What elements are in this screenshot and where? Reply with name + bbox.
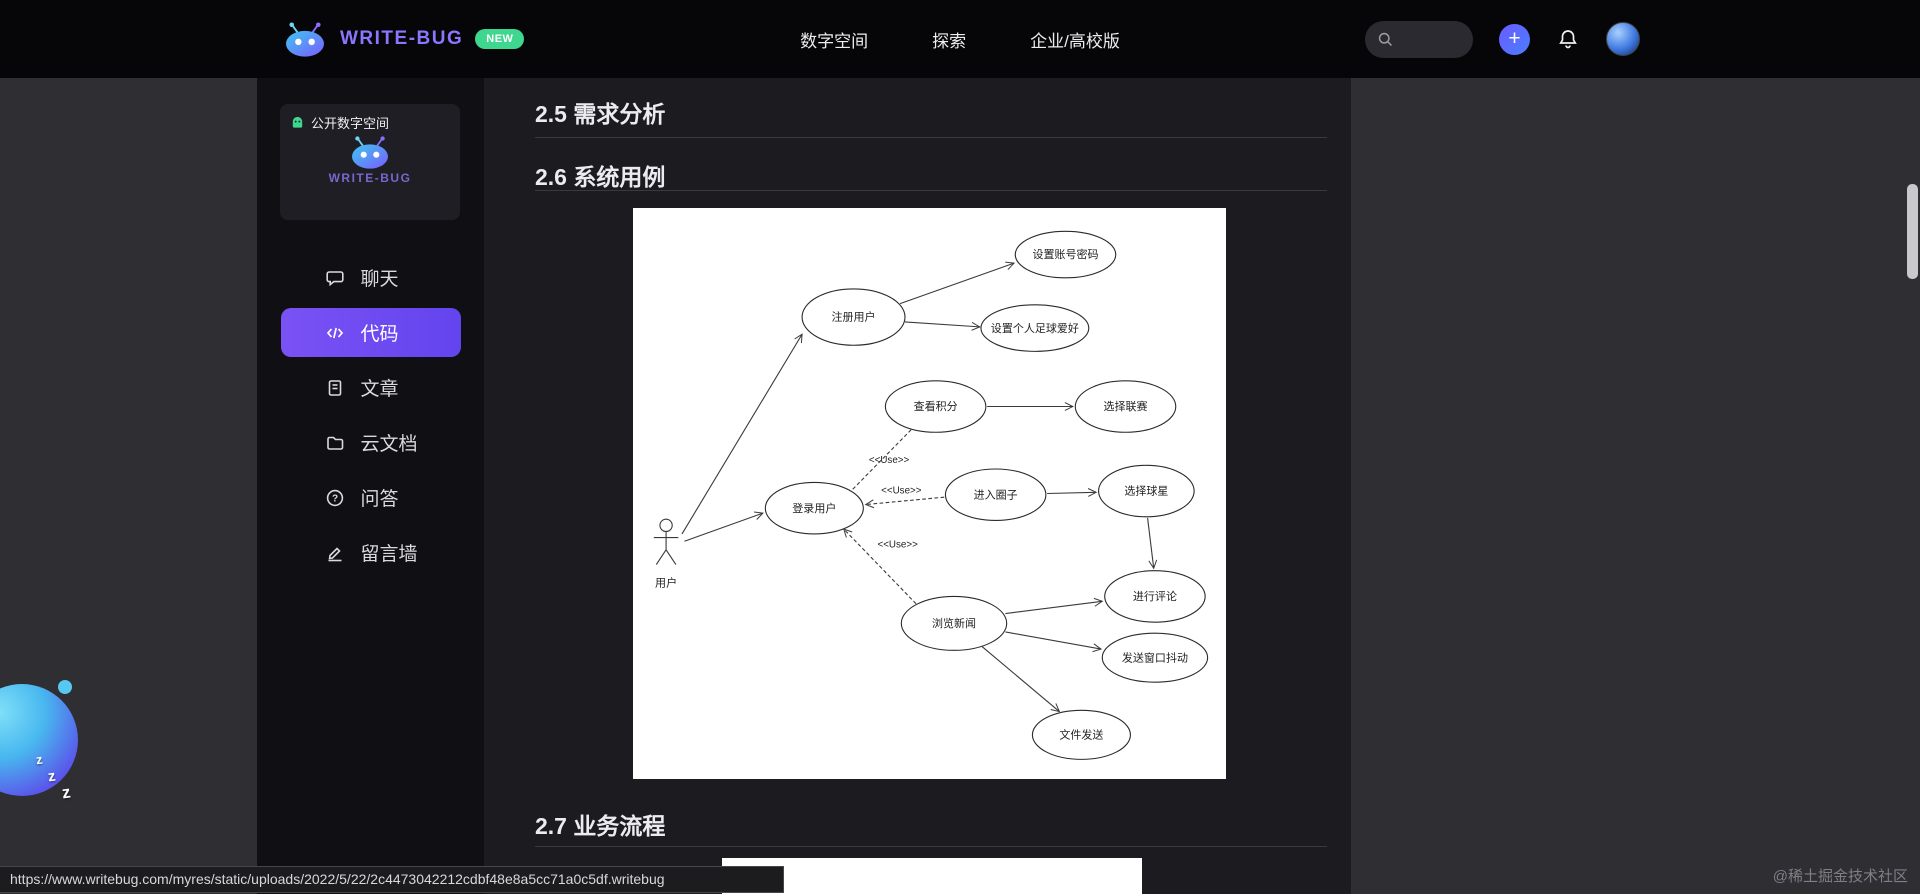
space-icon xyxy=(290,115,305,130)
brand-name: WRITE-BUG xyxy=(340,28,464,49)
heading-2-7: 2.7 业务流程 xyxy=(535,813,666,839)
node-enter-circle: 进入圈子 xyxy=(974,488,1018,501)
space-brand: WRITE-BUG xyxy=(328,171,412,185)
sidebar-item-label: 留言墙 xyxy=(360,544,418,565)
node-register: 注册用户 xyxy=(831,310,875,324)
sidebar-item-code[interactable]: 代码 xyxy=(280,308,461,357)
sidebar: 公开数字空间 WRITE-BU xyxy=(257,78,484,894)
sleep-z-text: z xyxy=(60,782,72,803)
node-set-hobby: 设置个人足球爱好 xyxy=(991,321,1079,335)
node-choose-star: 选择球星 xyxy=(1124,484,1168,498)
divider xyxy=(535,846,1327,847)
vertical-scrollbar-thumb[interactable] xyxy=(1907,184,1918,279)
brand[interactable]: WRITE-BUG NEW xyxy=(282,0,525,78)
sidebar-item-chat[interactable]: 聊天 xyxy=(281,253,461,302)
node-comment: 进行评论 xyxy=(1133,589,1177,603)
writebug-logo-icon xyxy=(282,20,328,58)
sidebar-item-label: 问答 xyxy=(360,489,399,510)
heading-2-6: 2.6 系统用例 xyxy=(535,164,666,190)
space-card: 公开数字空间 WRITE-BU xyxy=(280,104,460,220)
node-set-password: 设置账号密码 xyxy=(1032,247,1098,261)
sidebar-item-label: 聊天 xyxy=(360,269,399,290)
next-diagram-partial xyxy=(722,858,1142,894)
node-view-points: 查看积分 xyxy=(914,399,958,413)
use-stereotype-label: <<Use>> xyxy=(877,539,918,550)
heading-2-5: 2.5 需求分析 xyxy=(535,101,666,127)
nav-link-enterprise[interactable]: 企业/高校版 xyxy=(1030,31,1120,51)
node-window-nudge: 发送窗口抖动 xyxy=(1122,650,1188,664)
node-browse-news: 浏览新闻 xyxy=(932,616,976,630)
pencil-icon xyxy=(325,543,345,563)
sleep-z-text: z xyxy=(46,767,57,786)
sleeping-mascot[interactable] xyxy=(0,680,78,796)
node-login: 登录用户 xyxy=(792,501,836,515)
top-navbar: WRITE-BUG NEW 数字空间 探索 企业/高校版 + xyxy=(0,0,1920,78)
use-stereotype-label: <<Use>> xyxy=(881,486,922,497)
use-stereotype-label: <<Use>> xyxy=(869,455,910,466)
nav-right-controls: + xyxy=(1365,0,1640,78)
document-content: 2.5 需求分析 2.6 系统用例 xyxy=(484,78,1351,894)
sleep-z-text: z xyxy=(34,751,44,768)
article-icon xyxy=(325,378,345,398)
divider xyxy=(535,137,1327,138)
sidebar-item-articles[interactable]: 文章 xyxy=(281,363,461,412)
nav-link-digital-space[interactable]: 数字空间 xyxy=(800,31,869,51)
divider xyxy=(535,190,1327,191)
code-icon xyxy=(325,323,345,343)
use-case-diagram: 注册用户 设置账号密码 设置个人足球爱好 查看积分 选择联赛 登录用户 进入圈子… xyxy=(633,208,1226,779)
question-icon: ? xyxy=(325,488,345,508)
folder-icon xyxy=(325,433,345,453)
new-badge: NEW xyxy=(475,29,525,49)
sidebar-menu: 聊天 代码 文章 xyxy=(257,253,484,583)
create-button[interactable]: + xyxy=(1499,23,1530,55)
sidebar-item-qa[interactable]: ? 问答 xyxy=(281,473,461,522)
watermark: @稀土掘金技术社区 xyxy=(1772,868,1908,885)
search-icon xyxy=(1377,31,1394,48)
sidebar-item-cloud-docs[interactable]: 云文档 xyxy=(281,418,461,467)
chat-icon xyxy=(325,268,345,288)
nav-link-explore[interactable]: 探索 xyxy=(932,31,967,51)
nav-links: 数字空间 探索 企业/高校版 xyxy=(800,0,1120,78)
user-avatar[interactable] xyxy=(1606,22,1640,56)
actor-label: 用户 xyxy=(655,576,677,590)
svg-text:?: ? xyxy=(331,493,337,504)
sidebar-item-label: 文章 xyxy=(360,379,399,400)
notifications-bell-icon[interactable] xyxy=(1556,27,1580,51)
space-label: 公开数字空间 xyxy=(311,116,390,131)
node-file-send: 文件发送 xyxy=(1059,728,1103,742)
link-status-bar: https://www.writebug.com/myres/static/up… xyxy=(0,866,784,893)
search-box[interactable] xyxy=(1365,20,1473,58)
sidebar-item-label: 云文档 xyxy=(360,434,418,455)
sidebar-item-label: 代码 xyxy=(360,324,399,345)
sidebar-item-message-wall[interactable]: 留言墙 xyxy=(281,528,461,577)
node-choose-league: 选择联赛 xyxy=(1103,399,1147,413)
search-input[interactable] xyxy=(1400,31,1470,47)
space-logo-icon xyxy=(290,134,450,170)
